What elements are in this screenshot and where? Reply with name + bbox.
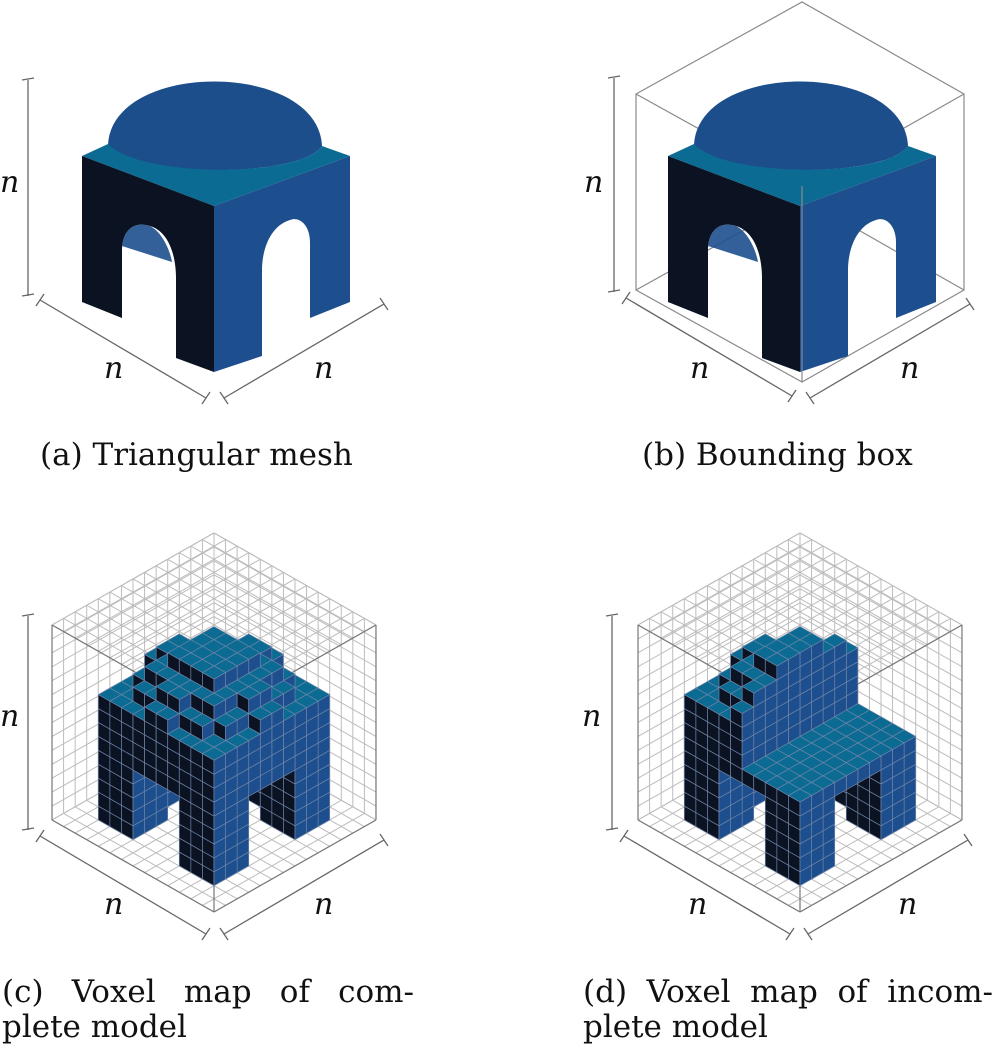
grid-line xyxy=(51,546,215,640)
dimension-lines-d xyxy=(605,613,973,941)
grid-line xyxy=(51,616,215,709)
width-label-a: n xyxy=(314,351,333,386)
grid-line xyxy=(637,588,801,682)
grid-line xyxy=(51,588,215,682)
grid-line xyxy=(637,602,801,696)
grid-line xyxy=(213,574,377,668)
box-edge xyxy=(799,819,963,913)
grid-line xyxy=(799,546,963,640)
voxel-side xyxy=(799,794,812,817)
box-edge xyxy=(51,819,215,913)
depth-label-b: n xyxy=(690,351,709,386)
caption-c-line2: plete model xyxy=(2,1009,187,1045)
grid-line xyxy=(63,812,226,906)
grid-line xyxy=(51,532,215,626)
dimension-lines-c xyxy=(21,613,389,941)
grid-line xyxy=(213,560,377,654)
grid-line xyxy=(637,560,801,654)
triangular-mesh-model xyxy=(82,81,350,372)
grid-line xyxy=(799,560,963,654)
voxel-side xyxy=(753,685,766,708)
height-label-a: n xyxy=(0,165,19,200)
panel-a: n n n xyxy=(0,77,389,405)
voxel-side xyxy=(213,698,226,721)
grid-line xyxy=(799,574,963,668)
caption-a: (a) Triangular mesh xyxy=(40,437,353,473)
grid-line xyxy=(213,602,377,696)
caption-c-line1: (c) Voxel map of com- xyxy=(2,974,414,1010)
grid-line xyxy=(51,560,215,654)
panel-b: n n n xyxy=(584,1,975,405)
voxel-side xyxy=(213,671,226,694)
depth-label-d: n xyxy=(688,887,707,922)
caption-d-line1: (d) Voxel map of incom- xyxy=(583,974,993,1010)
grid-line xyxy=(637,546,801,640)
grid-line xyxy=(637,616,801,709)
grid-line xyxy=(799,602,963,696)
voxel-side xyxy=(741,706,755,729)
grid-line xyxy=(649,812,812,906)
voxel-model-incomplete xyxy=(683,626,917,887)
width-label-c: n xyxy=(314,887,333,922)
grid-line xyxy=(799,532,963,626)
voxel-side xyxy=(213,753,226,775)
voxel-side xyxy=(248,692,261,715)
grid-line xyxy=(213,532,377,626)
box-edge xyxy=(637,819,801,913)
voxel-side xyxy=(259,712,273,735)
panel-c: n n n xyxy=(0,532,389,941)
voxel-side xyxy=(776,658,789,681)
height-label-b: n xyxy=(584,165,603,200)
grid-line xyxy=(213,588,377,682)
dimension-lines-b xyxy=(607,75,975,405)
box-edge xyxy=(213,819,377,913)
grid-line xyxy=(202,812,365,906)
grid-line xyxy=(637,532,801,626)
grid-line xyxy=(213,546,377,640)
voxel-side xyxy=(225,719,238,742)
panel-d: n n n xyxy=(582,532,973,941)
depth-label-a: n xyxy=(104,351,123,386)
height-label-d: n xyxy=(582,699,601,734)
width-label-b: n xyxy=(900,351,919,386)
caption-d-line2: plete model xyxy=(583,1009,768,1045)
grid-line xyxy=(799,588,963,682)
grid-line xyxy=(788,812,951,906)
height-label-c: n xyxy=(0,699,19,734)
grid-line xyxy=(51,574,215,668)
grid-line xyxy=(637,574,801,668)
grid-line xyxy=(213,616,377,709)
voxel-model-complete xyxy=(97,626,331,887)
depth-label-c: n xyxy=(104,887,123,922)
dimension-lines-a xyxy=(21,77,389,405)
width-label-d: n xyxy=(898,887,917,922)
grid-line xyxy=(51,602,215,696)
caption-b: (b) Bounding box xyxy=(642,437,913,473)
grid-line xyxy=(799,616,963,709)
